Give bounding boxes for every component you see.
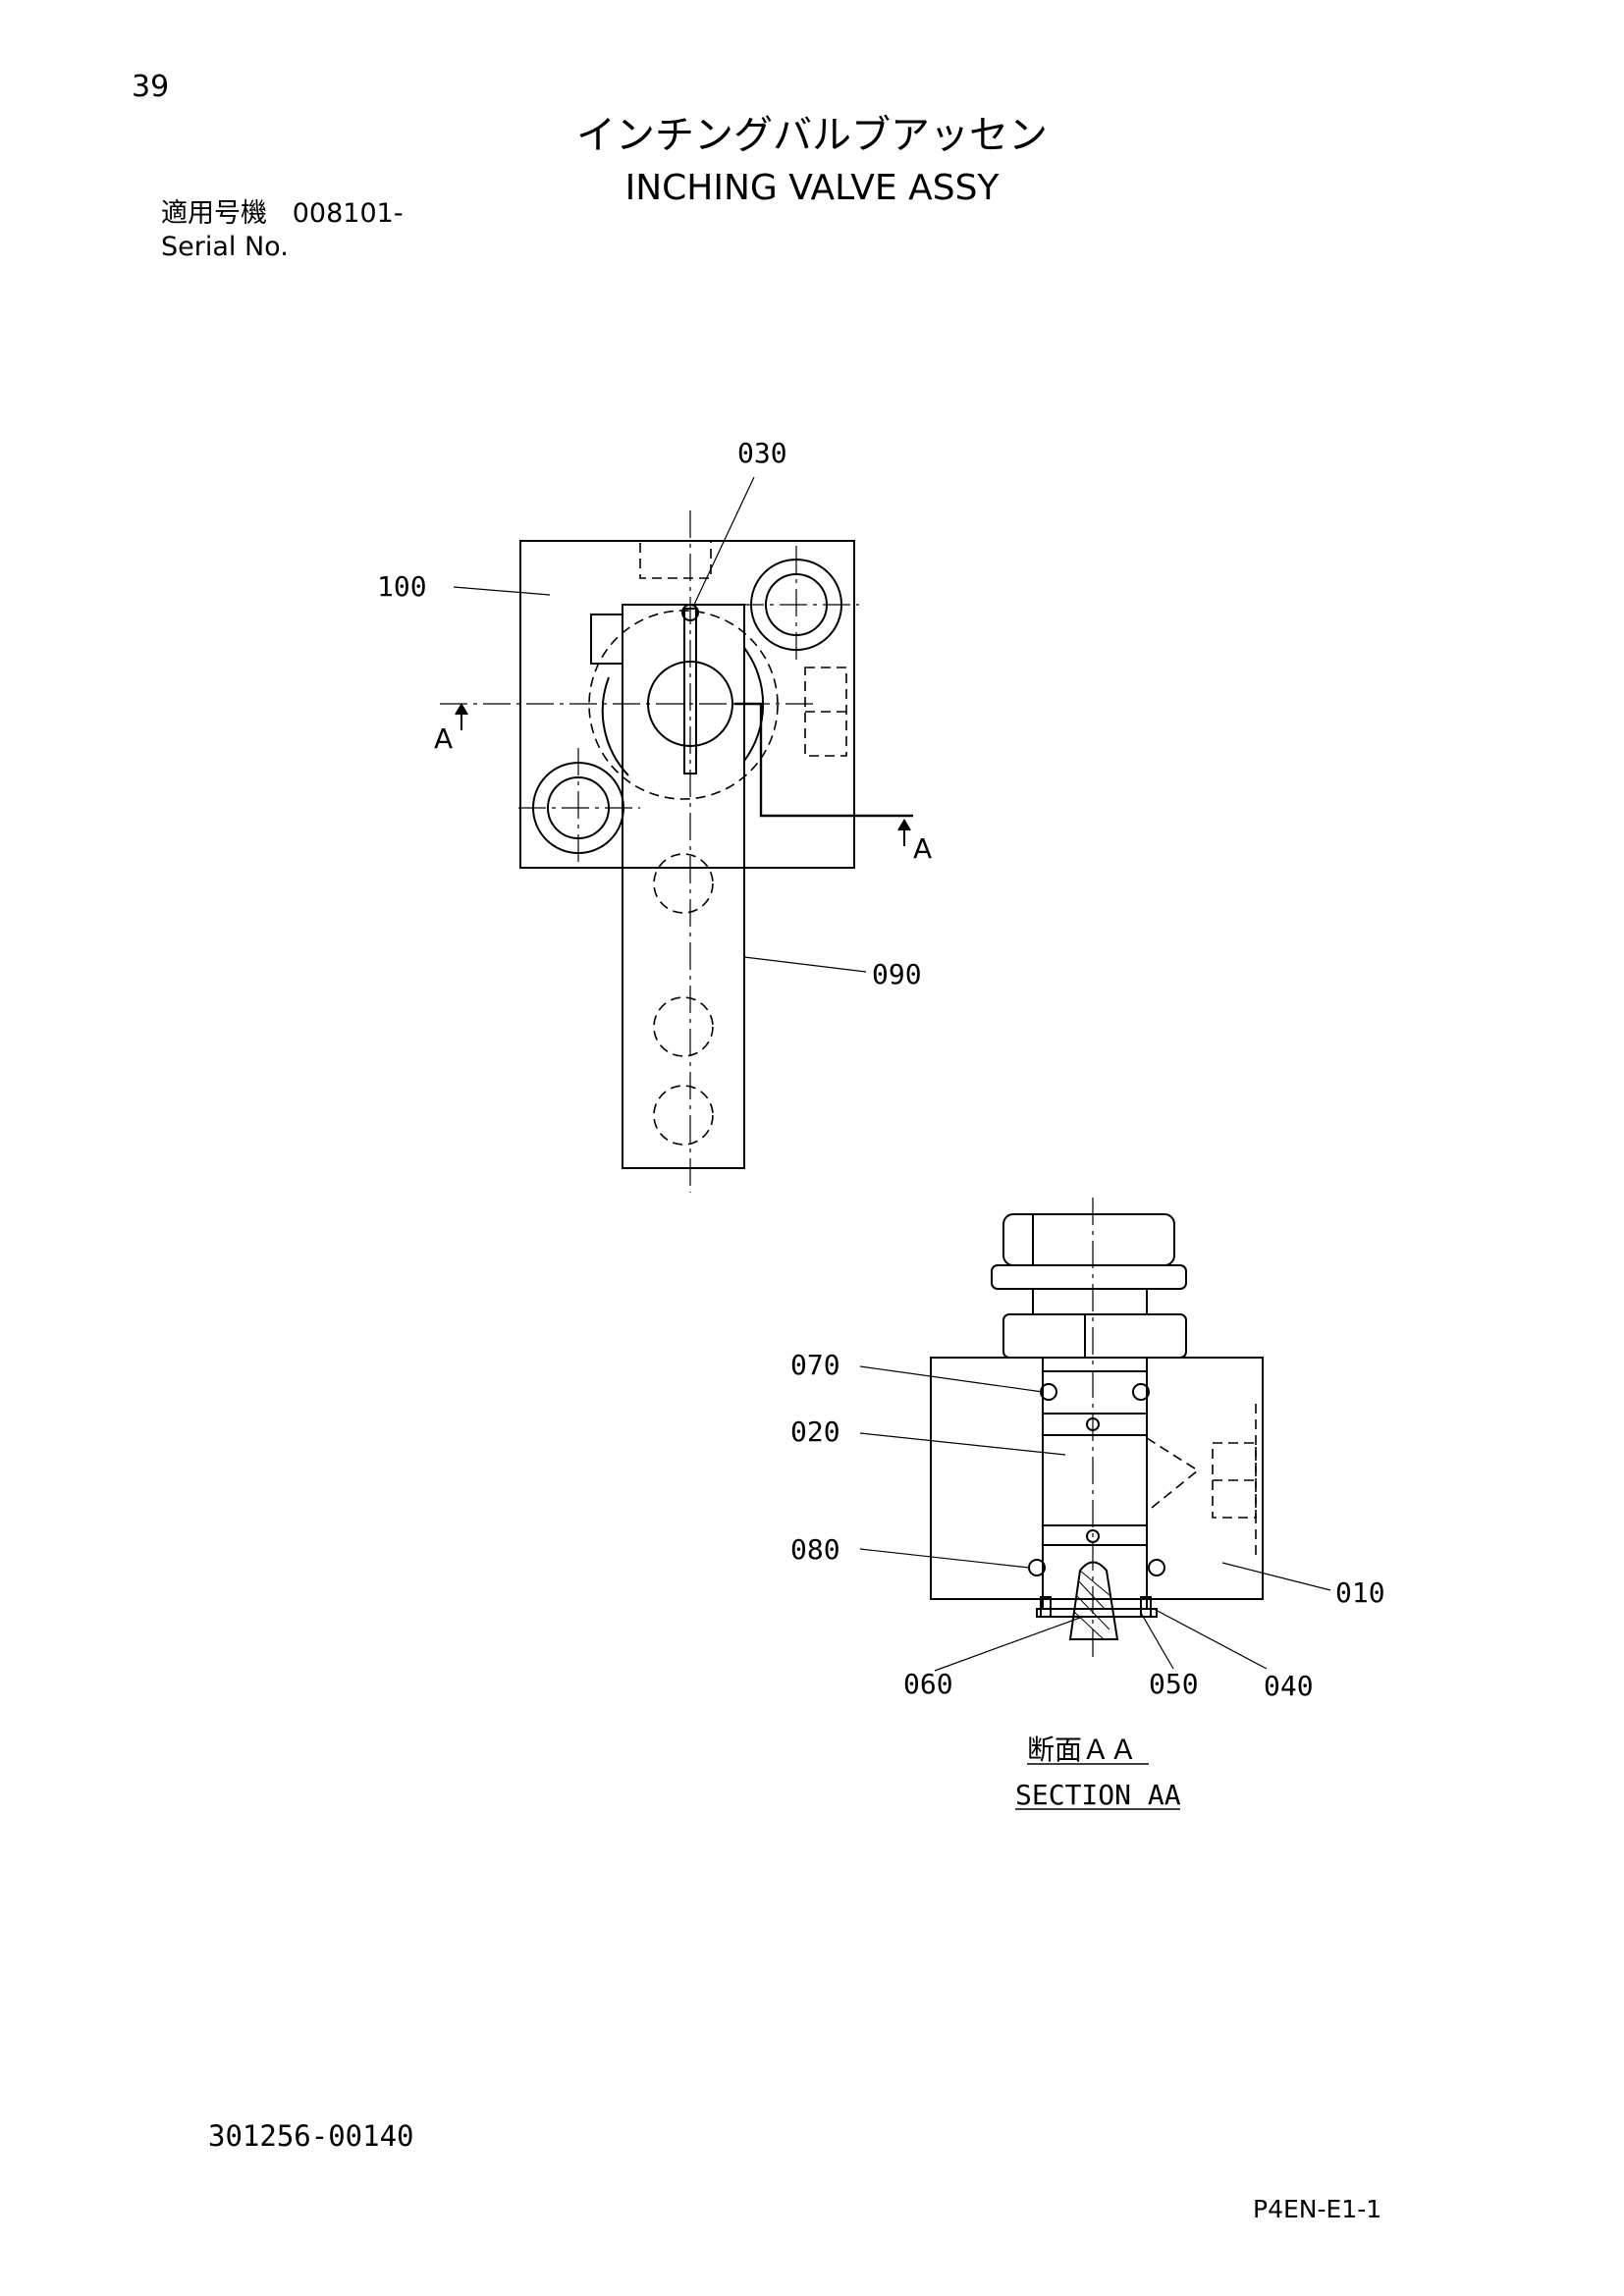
label-070: 070 [790,1349,840,1381]
top-knob [1002,1213,1175,1266]
leader-040 [1153,1608,1268,1670]
serial-line-japanese: 適用号機 008101- [161,200,404,227]
label-010: 010 [1335,1576,1385,1609]
label-050: 050 [1149,1668,1199,1700]
washer-040 [1036,1608,1158,1618]
title-english: INCHING VALVE ASSY [624,168,1000,208]
hidden-passage [1146,1437,1200,1513]
plug-060 [1068,1561,1119,1640]
label-090: 090 [872,958,922,990]
hidden-port-top [639,540,712,579]
page-number: 39 [132,70,170,104]
lever-arm-090 [622,604,745,1169]
hex-nut [1002,1313,1187,1359]
leader-050 [1140,1612,1174,1670]
label-020: 020 [790,1415,840,1448]
leader-080 [859,1548,1030,1569]
section-caption-en: SECTION AA [1015,1779,1181,1811]
page-code: P4EN-E1-1 [1253,2195,1382,2223]
top-view [440,476,913,1193]
serial-label-jp: 適用号機 [161,198,267,229]
o-ring-070-right [1132,1383,1150,1401]
hidden-hole-1 [653,853,714,914]
leader-020 [859,1432,1066,1456]
section-marker-left: A [434,722,453,755]
side-fitting [590,614,623,665]
label-060: 060 [903,1668,953,1700]
section-caption-jp: 断面ＡＡ [1027,1734,1137,1766]
leader-100 [453,586,551,596]
leader-060 [934,1617,1081,1672]
label-080: 080 [790,1533,840,1566]
neck [1032,1288,1148,1315]
leader-070 [859,1365,1044,1393]
drawing-number: 301256-00140 [208,2119,414,2153]
serial-value: 008101- [292,198,404,229]
washer-050 [1042,1598,1148,1610]
label-100: 100 [377,570,427,603]
section-arrow-right-head [897,819,911,831]
section-arrow-left-head [455,703,468,716]
leader-090 [743,956,867,973]
side-boss-arc [601,676,629,776]
hidden-hole-2 [653,996,714,1057]
section-marker-right: A [913,832,932,865]
right-clip [1140,1596,1152,1618]
leader-030 [692,476,755,608]
left-clip [1040,1596,1052,1618]
hidden-hole-3 [653,1085,714,1146]
serial-label-english: Serial No. [161,232,289,262]
title-japanese: インチングバルブアッセン [576,113,1048,158]
flange-plate [991,1264,1187,1290]
lower-ball [1086,1529,1100,1543]
label-030: 030 [737,437,787,469]
section-view [859,1198,1331,1810]
label-040: 040 [1264,1670,1314,1702]
leader-010 [1221,1562,1331,1591]
section-cut-line [734,702,913,818]
o-ring-080-right [1148,1559,1165,1576]
